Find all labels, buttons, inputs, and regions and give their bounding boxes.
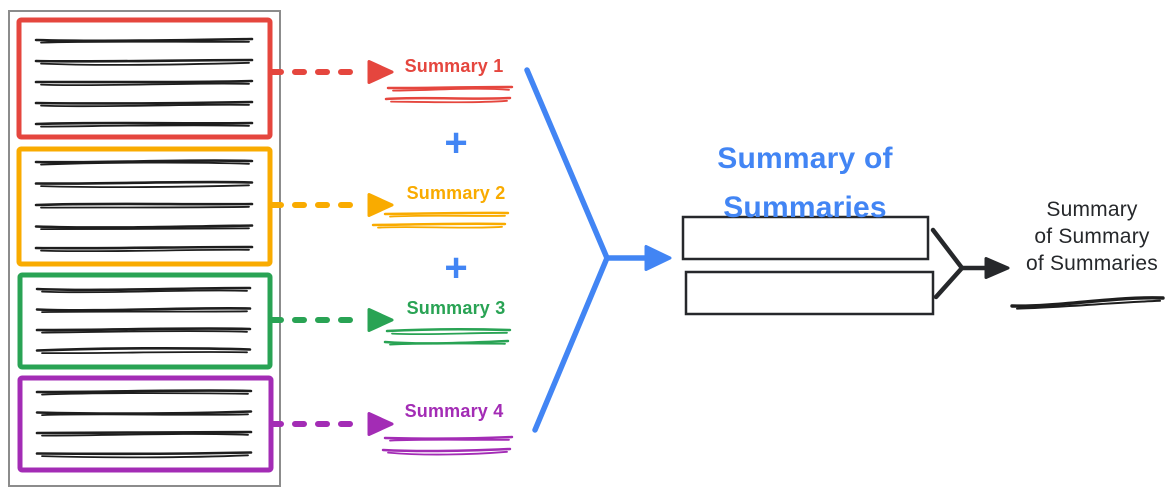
document-text-scribble [41,351,248,355]
final-summary-scribble [1016,299,1161,310]
document-text-scribble [34,159,254,164]
summary-3-label: Summary 3 [406,298,506,318]
final-line-1: Summary [1046,198,1138,221]
title-line-1: Summary of [717,142,893,175]
document-text-scribble [34,202,254,207]
document-text-scribble [35,430,253,435]
document-text-scribble [40,124,250,128]
document-text-scribble [40,205,250,209]
summary-scribble-red [392,87,510,92]
document-text-scribble [34,180,254,185]
document-box-1 [16,17,273,140]
document-text-scribble [40,82,250,87]
document-text-scribble [41,413,249,416]
document-text-scribble [41,289,248,294]
document-text-scribble [35,327,252,332]
plus-icon: + [444,121,468,165]
title-line-2: Summaries [723,191,887,224]
final-line-3: of Summaries [1026,252,1158,275]
final-summary-label: Summary of Summary of Summaries [1003,196,1170,277]
document-text-scribble [40,61,250,66]
summary-4-label: Summary 4 [404,401,504,421]
document-text-scribble [35,286,252,292]
document-text-scribble [34,37,254,43]
summary-scribble-red [386,85,514,90]
document-text-scribble [41,310,248,313]
dashed-arrowhead-red [367,60,394,84]
summary-2-label: Summary 2 [406,183,506,203]
summary-scribble-orange [383,211,510,216]
summary-box-2 [684,270,935,316]
summary-1-label: Summary 1 [404,56,504,76]
summary-scribble-purple [387,450,508,456]
summary-scribble-orange [377,225,503,229]
document-text-scribble [41,392,249,396]
document-text-scribble [34,58,254,63]
document-text-scribble [35,346,252,352]
dashed-arrowhead-green [367,308,394,332]
summary-of-summaries-title: Summary of Summaries [655,134,955,232]
document-text-scribble [41,330,248,334]
document-text-scribble [35,410,253,415]
document-text-scribble [34,245,254,250]
final-line-2: of Summary [1034,225,1150,248]
summary-scribble-orange [371,222,507,227]
document-text-scribble [41,433,249,437]
summary-scribble-red [384,96,512,101]
merge-arrowhead-blue [644,245,672,271]
summary-box-1 [681,215,930,261]
plus-icon: + [444,246,468,290]
dashed-arrowhead-purple [367,412,394,436]
final-chevron-black [930,227,965,300]
final-arrowhead [984,257,1010,279]
document-text-scribble [34,100,254,105]
summary-scribble-orange [389,214,506,218]
document-text-scribble [40,184,250,188]
merge-chevron-blue [524,67,610,433]
document-text-scribble [41,454,249,459]
summary-scribble-purple [381,447,512,453]
document-text-scribble [40,227,250,231]
summary-scribble-purple [383,435,514,440]
document-text-scribble [40,40,250,44]
summary-scribble-green [391,331,508,336]
final-summary-scribble [1010,296,1165,308]
document-text-scribble [35,306,252,312]
summary-scribble-green [389,342,506,346]
summary-scribble-purple [389,438,510,442]
document-text-scribble [40,161,250,166]
document-text-scribble [40,103,250,108]
document-text-scribble [35,389,253,394]
document-text-scribble [34,121,254,126]
document-text-scribble [34,79,254,84]
summary-scribble-red [390,99,508,104]
dashed-arrowhead-orange [367,193,394,217]
document-text-scribble [35,451,253,456]
summary-scribble-green [385,328,512,333]
document-text-scribble [34,224,254,229]
document-text-scribble [40,248,250,253]
